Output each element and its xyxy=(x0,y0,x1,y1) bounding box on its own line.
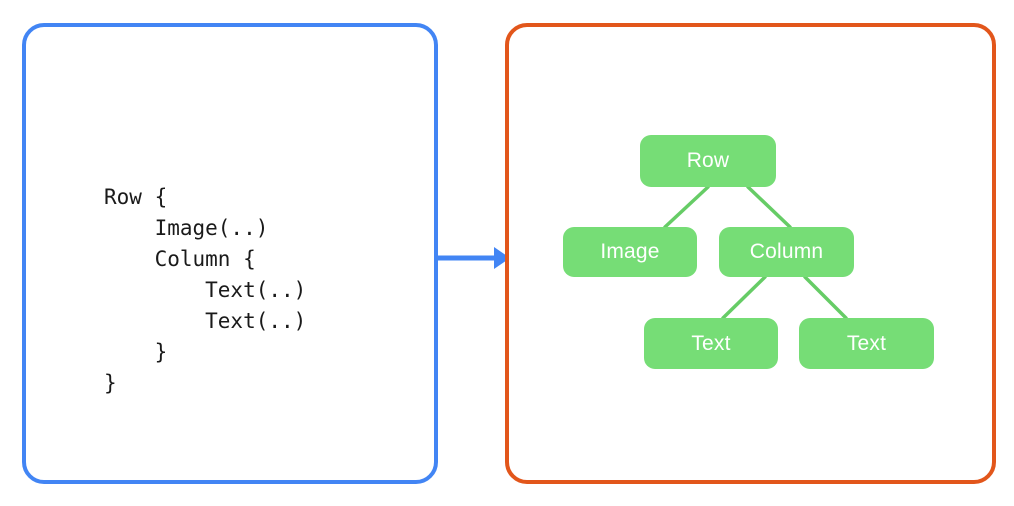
code-snippet: Row { Image(..) Column { Text(..) Text(.… xyxy=(104,185,307,395)
tree-node-row[interactable]: Row xyxy=(640,135,776,187)
right-arrow-icon xyxy=(436,247,510,269)
tree-node-text-1[interactable]: Text xyxy=(644,318,778,369)
tree-node-image[interactable]: Image xyxy=(563,227,697,277)
tree-node-column[interactable]: Column xyxy=(719,227,854,277)
tree-node-text-2[interactable]: Text xyxy=(799,318,934,369)
code-panel: Row { Image(..) Column { Text(..) Text(.… xyxy=(22,23,438,484)
